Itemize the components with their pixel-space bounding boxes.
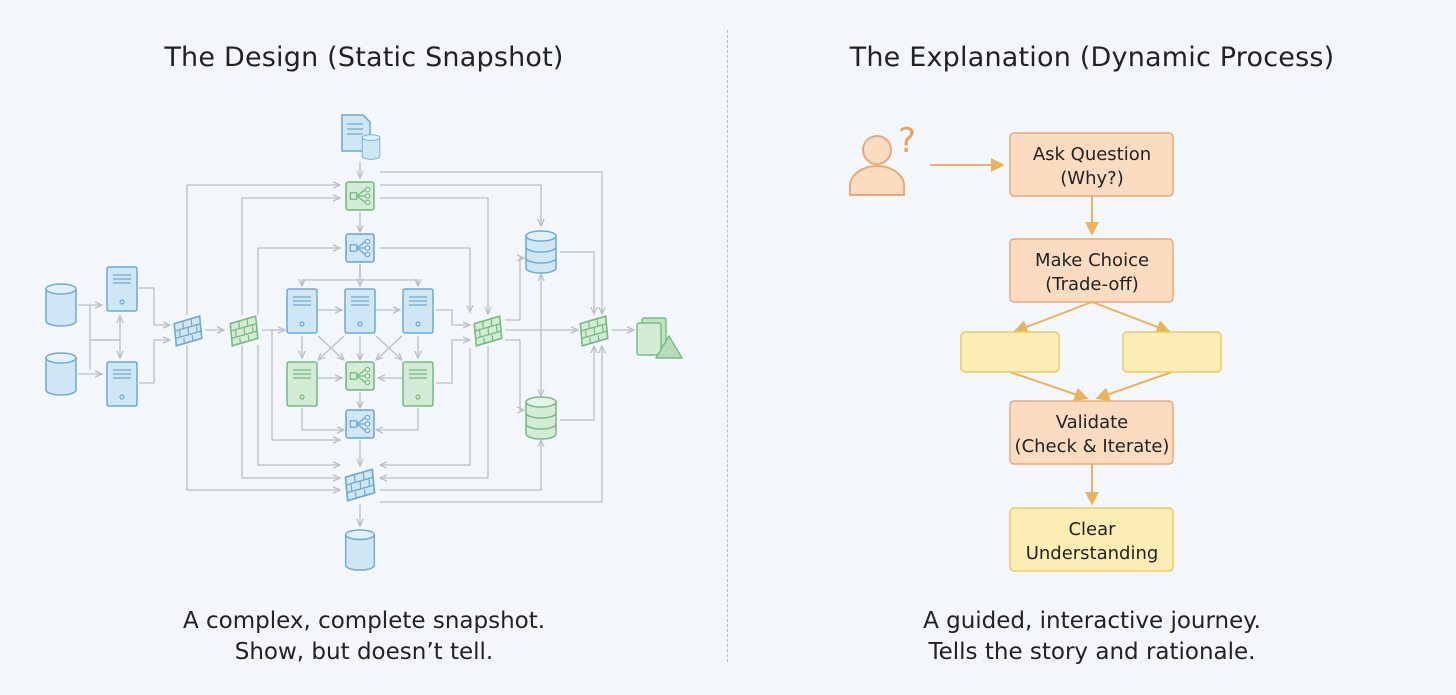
server-icon	[286, 361, 318, 407]
step-clear-understanding: Clear Understanding	[1009, 507, 1174, 572]
step-make-choice-line2: (Trade-off)	[1045, 274, 1139, 295]
firewall-icon	[473, 315, 503, 347]
step-clear-line2: Understanding	[1026, 543, 1159, 564]
server-icon	[344, 288, 376, 334]
right-panel-title: The Explanation (Dynamic Process)	[849, 42, 1335, 73]
top-database-icon	[361, 134, 381, 160]
firewall-icon	[344, 468, 376, 502]
server-icon	[106, 266, 138, 312]
firewall-icon	[229, 315, 259, 347]
architecture-connectors	[78, 162, 634, 526]
option-box-right	[1122, 331, 1222, 373]
firewall-icon	[173, 315, 203, 347]
right-caption-line2: Tells the story and rationale.	[928, 639, 1256, 665]
step-ask-question: Ask Question (Why?)	[1009, 132, 1174, 197]
server-icon	[402, 361, 434, 407]
left-panel-caption: A complex, complete snapshot. Show, but …	[0, 606, 728, 668]
left-caption-line1: A complex, complete snapshot.	[182, 608, 546, 634]
database-stack-icon	[525, 396, 557, 440]
load-balancer-icon	[345, 181, 375, 211]
panel-divider	[727, 30, 728, 662]
database-icon	[45, 352, 77, 396]
server-icon	[286, 288, 318, 334]
step-ask-question-line2: (Why?)	[1060, 168, 1123, 189]
step-validate-line1: Validate	[1056, 412, 1129, 433]
step-ask-question-line1: Ask Question	[1033, 144, 1151, 165]
step-validate: Validate (Check & Iterate)	[1009, 400, 1174, 465]
firewall-icon	[579, 315, 609, 347]
step-make-choice: Make Choice (Trade-off)	[1009, 238, 1174, 303]
question-mark: ?	[898, 121, 916, 161]
user-question-icon: ?	[849, 121, 916, 196]
bottom-database-icon	[344, 529, 376, 571]
load-balancer-icon	[345, 409, 375, 439]
right-caption-line1: A guided, interactive journey.	[923, 608, 1261, 634]
server-icon	[106, 361, 138, 407]
output-documents-icon	[636, 317, 683, 359]
left-panel-title: The Design (Static Snapshot)	[164, 42, 564, 73]
option-box-left	[960, 331, 1060, 373]
flow-arrows	[930, 158, 1173, 506]
load-balancer-icon	[345, 361, 375, 391]
step-clear-line1: Clear	[1068, 519, 1116, 540]
step-make-choice-line1: Make Choice	[1035, 250, 1149, 271]
database-icon	[45, 283, 77, 327]
server-icon	[402, 288, 434, 334]
architecture-icons	[45, 114, 683, 571]
step-validate-line2: (Check & Iterate)	[1015, 436, 1170, 457]
right-panel-caption: A guided, interactive journey. Tells the…	[728, 606, 1456, 668]
load-balancer-icon	[345, 233, 375, 263]
database-stack-icon	[525, 230, 557, 274]
left-caption-line2: Show, but doesn’t tell.	[234, 639, 494, 665]
